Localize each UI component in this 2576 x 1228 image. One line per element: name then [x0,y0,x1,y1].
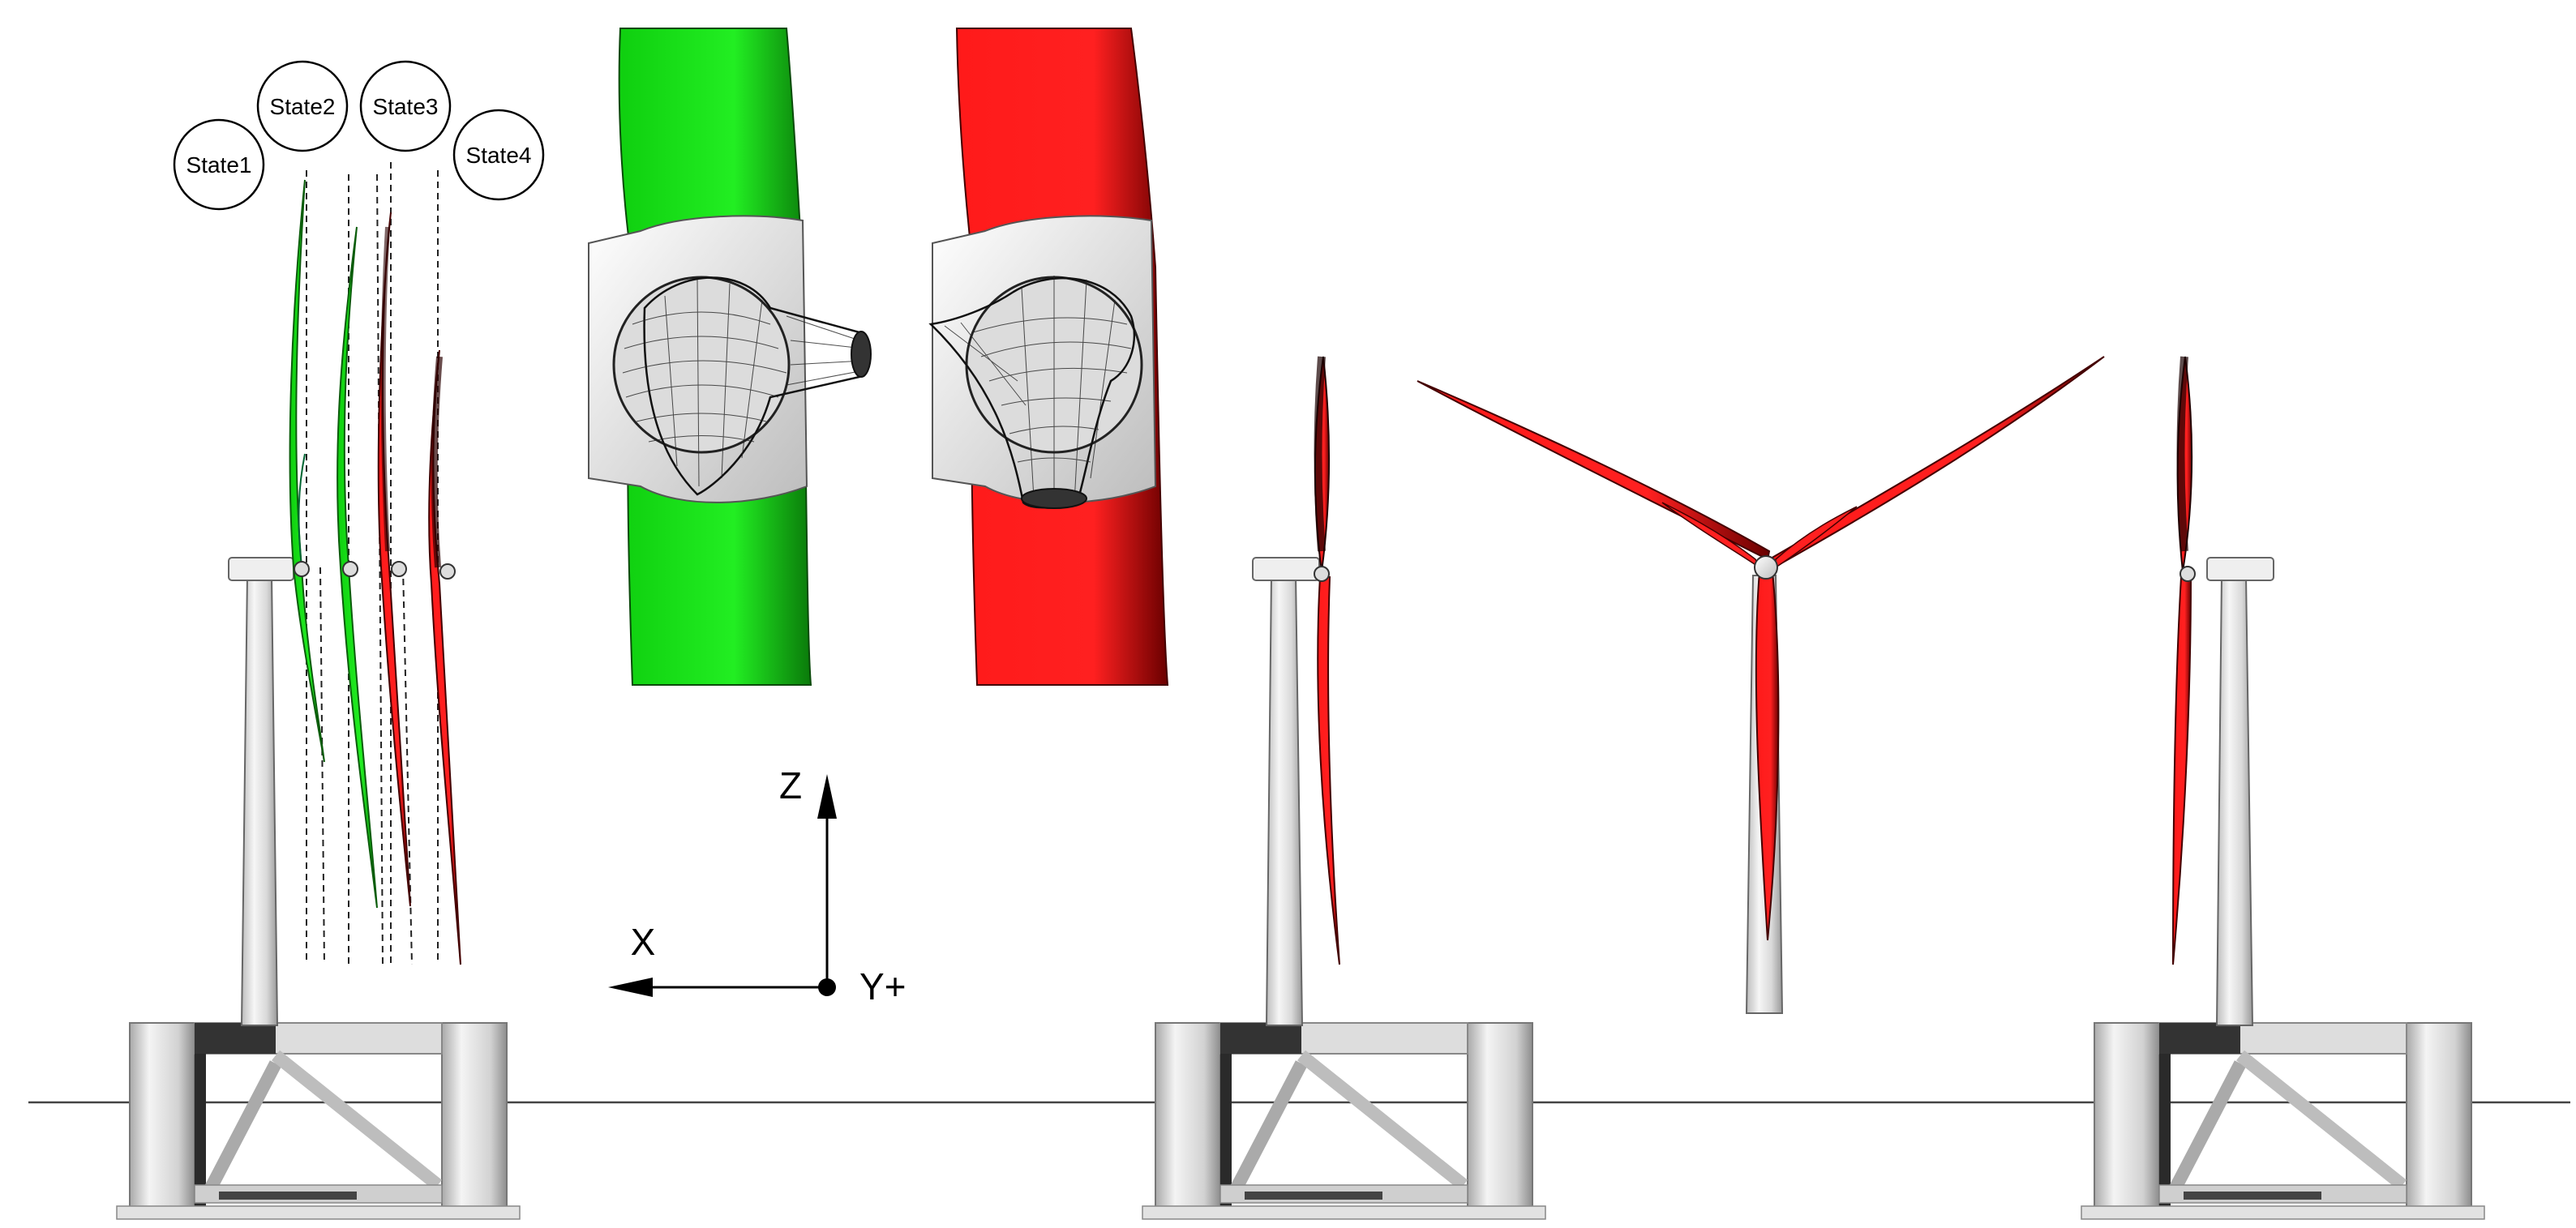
x-axis-label: X [631,921,656,963]
turbine-4 [2081,356,2484,1219]
svg-text:State2: State2 [270,94,336,119]
state-labels: State1 State2 State3 State4 [173,60,545,211]
svg-text:State3: State3 [373,94,439,119]
blade-state4 [428,349,461,965]
svg-text:State4: State4 [466,143,532,168]
state4-label: State4 [452,109,545,201]
state2-label: State2 [256,60,349,152]
turbine-2 [1142,356,1545,1219]
svg-text:State1: State1 [186,152,252,178]
turbine-1 [117,557,520,1219]
state1-label: State1 [173,118,265,211]
y-axis-label: Y+ [859,965,907,1008]
blade-hubs [294,561,456,580]
blade-state3 [377,212,411,907]
turbine-3 [1417,356,2105,1014]
state3-label: State3 [359,60,452,152]
blade-state1 [289,179,325,763]
coordinate-axes: Z X Y+ [608,764,907,1008]
zoom-green-hub [588,28,872,686]
z-axis-label: Z [779,764,802,807]
zoom-red-hub [928,28,1169,686]
